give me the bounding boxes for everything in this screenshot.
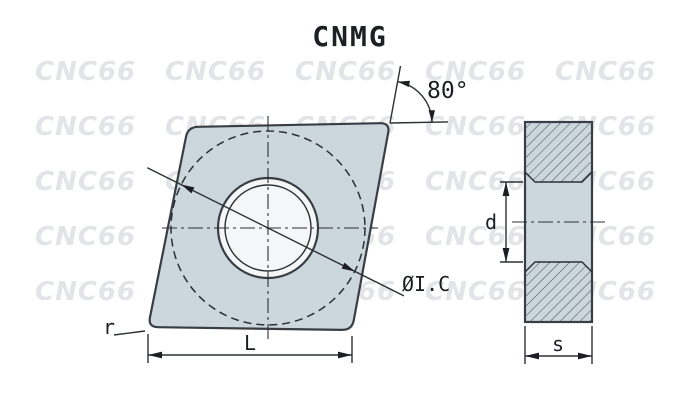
arrowhead [428, 110, 435, 123]
watermark-text: CNC66 [555, 57, 656, 87]
page-title: CNMG [312, 20, 387, 53]
arrowhead [397, 80, 410, 87]
hole-edge-top [524, 171, 593, 183]
arrowhead [525, 352, 539, 360]
watermark-text: CNC66 [425, 112, 526, 142]
watermark-text: CNC66 [35, 112, 136, 142]
ic-label: ØI.C [402, 272, 450, 296]
arrowhead [181, 184, 195, 194]
watermark-text: CNC66 [165, 57, 266, 87]
arrowhead [502, 182, 510, 196]
arrowhead [578, 352, 592, 360]
hatch-region-bottom [525, 262, 592, 322]
angle-extension-line-side [389, 65, 402, 124]
watermark-text: CNC66 [425, 222, 526, 252]
watermark-text: CNC66 [35, 222, 136, 252]
side-view: d s [485, 120, 607, 364]
hole-edge-bottom [524, 261, 593, 273]
watermark-text: CNC66 [35, 57, 136, 87]
arrowhead [502, 248, 510, 262]
angle-extension-line-top [389, 121, 449, 124]
watermark-text: CNC66 [35, 167, 136, 197]
watermark-text: CNC66 [425, 57, 526, 87]
arrowhead [341, 262, 355, 272]
watermark-text: CNC66 [295, 57, 396, 87]
arrowhead [148, 351, 162, 359]
angle-label: 80° [427, 78, 469, 104]
watermark-text: CNC66 [35, 277, 136, 307]
watermark-text: CNC66 [425, 277, 526, 307]
corner-radius-leader [113, 330, 146, 336]
front-view: ØI.C 80° r L [103, 65, 469, 363]
arrowhead [338, 351, 352, 359]
thickness-label: s [552, 332, 564, 356]
hatch-region-top [525, 122, 592, 182]
corner-radius-label: r [103, 315, 115, 339]
length-label: L [244, 331, 256, 355]
hole-diameter-label: d [485, 210, 497, 234]
